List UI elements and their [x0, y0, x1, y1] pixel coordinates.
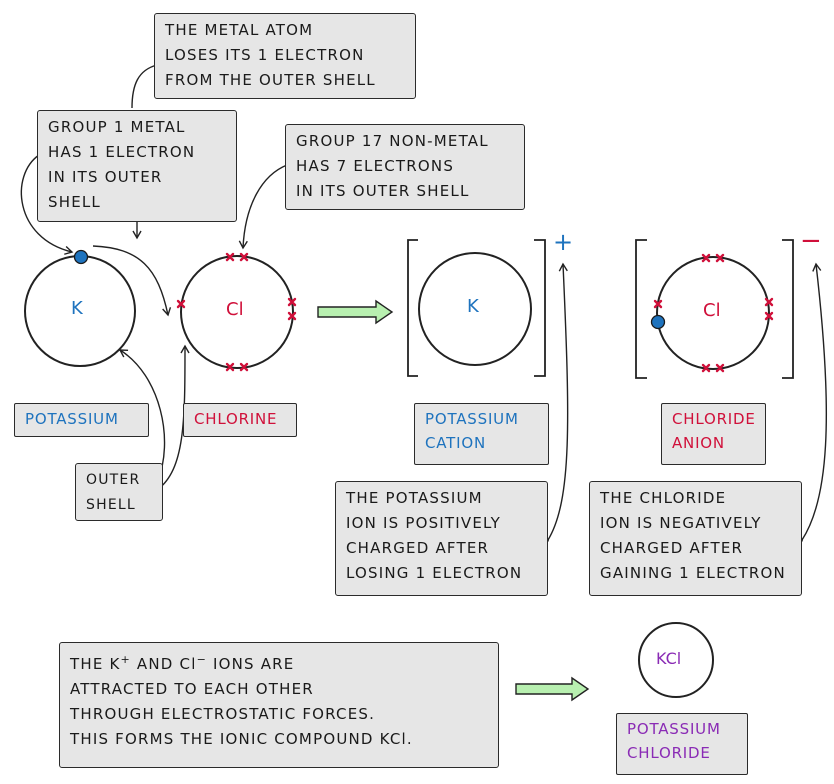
anion-bracket-left — [635, 239, 647, 379]
leader-group1-electron — [92, 245, 172, 317]
callout-metal-loses-electron: THE METAL ATOM LOSES ITS 1 ELECTRON FROM… — [154, 13, 416, 99]
callout-group1-metal: GROUP 1 METAL HAS 1 ELECTRON IN ITS OUTE… — [37, 110, 237, 222]
label-chlorine: CHLORINE — [183, 403, 297, 437]
label-potassium-cation: POTASSIUM CATION — [414, 403, 549, 465]
leader-group1 — [20, 154, 74, 255]
callout-group17-nonmetal: GROUP 17 NON-METAL HAS 7 ELECTRONS IN IT… — [285, 124, 525, 210]
leader-group17 — [238, 164, 288, 250]
chlorine-electrons — [176, 252, 297, 372]
label-potassium: POTASSIUM — [14, 403, 149, 437]
kcl-symbol: KCl — [656, 649, 682, 668]
cation-charge: + — [553, 228, 574, 256]
anion-electrons — [653, 253, 774, 373]
label-potassium-chloride: POTASSIUM CHLORIDE — [616, 713, 748, 775]
cation-bracket-left — [407, 239, 418, 377]
potassium-cation-symbol: K — [467, 296, 479, 317]
potassium-symbol: K — [71, 298, 83, 319]
chlorine-symbol: Cl — [226, 299, 244, 320]
summary-line-1: THE K+ AND Cl− IONS ARE — [70, 653, 295, 673]
chlorine-shell — [180, 255, 294, 369]
leader-chloride-ion — [801, 262, 828, 541]
anion-charge: − — [800, 226, 822, 256]
cation-shell — [418, 252, 532, 366]
leader-potassium-ion — [547, 262, 569, 541]
cation-bracket-right — [534, 239, 546, 377]
callout-summary: THE K+ AND Cl− IONS ARE ATTRACTED TO EAC… — [59, 642, 499, 768]
callout-potassium-ion: THE POTASSIUM ION IS POSITIVELY CHARGED … — [335, 481, 548, 596]
kcl-circle — [638, 622, 714, 698]
reaction-arrow-2 — [515, 676, 590, 702]
anion-shell — [656, 256, 770, 370]
label-chloride-anion: CHLORIDE ANION — [661, 403, 766, 465]
callout-chloride-ion: THE CHLORIDE ION IS NEGATIVELY CHARGED A… — [589, 481, 802, 596]
anion-gained-electron — [650, 314, 666, 330]
reaction-arrow-1 — [317, 299, 394, 325]
potassium-outer-electron — [73, 249, 89, 265]
anion-bracket-right — [782, 239, 794, 379]
leader-metal-loses — [131, 64, 158, 109]
summary-rest: ATTRACTED TO EACH OTHER THROUGH ELECTROS… — [70, 680, 413, 748]
leader-outer-shell-cl — [156, 344, 190, 491]
chloride-anion-symbol: Cl — [703, 300, 721, 321]
callout-outer-shell: OUTER SHELL — [75, 463, 163, 521]
